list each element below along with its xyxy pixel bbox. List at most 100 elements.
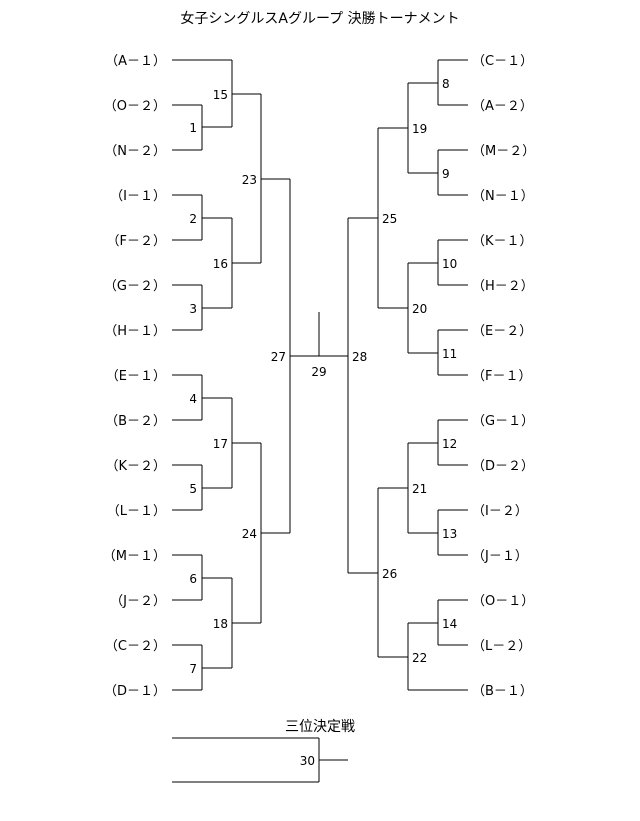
- third-place-lines: [172, 737, 348, 783]
- bracket-line: [172, 644, 202, 691]
- bracket-line: [408, 330, 439, 375]
- bracket-line: [201, 555, 232, 600]
- entry-label: （E－１）: [106, 369, 166, 384]
- entry-label: （I－１）: [110, 189, 166, 204]
- entry-label: （I－２）: [472, 504, 528, 519]
- match-numbers: 1 2 3 4 5 6 7 15 16 17 18 23 24 27 29 28…: [189, 77, 457, 768]
- match-number: 5: [189, 482, 197, 496]
- right-bracket-lines: [347, 59, 468, 691]
- third-place-title: 三位決定戦: [285, 719, 355, 735]
- bracket-line: [201, 645, 232, 690]
- match-number: 24: [242, 527, 257, 541]
- bracket-line: [231, 398, 261, 488]
- bracket-line: [172, 194, 202, 241]
- entry-label: （G－２）: [104, 279, 166, 294]
- bracket-line: [438, 509, 468, 556]
- bracket-line: [231, 218, 261, 308]
- bracket-line: [172, 464, 202, 511]
- bracket-line: [348, 488, 379, 657]
- entry-label: （N－２）: [104, 144, 166, 159]
- match-number: 12: [442, 437, 457, 451]
- bracket-line: [201, 375, 232, 420]
- bracket-line: [438, 419, 468, 466]
- match-number: 18: [213, 617, 228, 631]
- match-number: 28: [352, 350, 367, 364]
- match-number: 15: [213, 88, 228, 102]
- entry-label: （M－１）: [103, 549, 166, 564]
- match-number: 20: [412, 302, 427, 316]
- entry-label: （C－１）: [472, 54, 533, 69]
- entry-label: （N－１）: [472, 189, 534, 204]
- bracket-line: [408, 150, 439, 195]
- match-number: 19: [412, 122, 427, 136]
- match-number: 26: [382, 567, 397, 581]
- match-number: 23: [242, 173, 257, 187]
- bracket-line: [172, 554, 202, 601]
- bracket-line: [378, 263, 409, 353]
- bracket-line: [438, 149, 468, 196]
- entry-label: （A－２）: [472, 99, 533, 114]
- entry-label: （L－１）: [107, 504, 166, 519]
- bracket-line: [408, 510, 439, 555]
- entry-label: （K－２）: [105, 459, 166, 474]
- bracket-line: [201, 465, 232, 510]
- bracket-line: [378, 443, 409, 533]
- bracket-line: [378, 83, 409, 173]
- bracket-line: [348, 128, 379, 308]
- bracket-line: [172, 737, 319, 783]
- bracket-line: [231, 60, 261, 127]
- left-entry-list: （A－１）（O－２）（N－２）（I－１）（F－２）（G－２）（H－１）（E－１）…: [103, 54, 166, 699]
- bracket-line: [408, 420, 439, 465]
- entry-label: （E－２）: [472, 324, 532, 339]
- bracket-line: [438, 239, 468, 286]
- bracket-line: [318, 738, 348, 782]
- match-number: 17: [213, 437, 228, 451]
- bracket-line: [260, 443, 290, 623]
- match-number: 22: [412, 651, 427, 665]
- entry-label: （J－２）: [110, 594, 166, 609]
- match-number: 6: [189, 572, 197, 586]
- entry-label: （B－１）: [472, 684, 533, 699]
- entry-label: （H－２）: [472, 279, 534, 294]
- match-number: 4: [189, 392, 197, 406]
- left-bracket-lines: [172, 59, 291, 691]
- entry-label: （M－２）: [472, 144, 535, 159]
- entry-label: （F－２）: [107, 234, 166, 249]
- match-number: 7: [189, 662, 197, 676]
- entry-label: （D－１）: [104, 684, 166, 699]
- bracket-line: [172, 284, 202, 331]
- bracket-line: [408, 60, 439, 105]
- bracket-line: [438, 59, 468, 106]
- entry-label: （C－２）: [105, 639, 166, 654]
- bracket-line: [172, 374, 202, 421]
- match-number: 1: [189, 121, 197, 135]
- bracket-line: [438, 329, 468, 376]
- match-number: 3: [189, 302, 197, 316]
- entry-label: （A－１）: [105, 54, 166, 69]
- final-lines: [290, 312, 348, 357]
- match-number: 21: [412, 482, 427, 496]
- match-number: 25: [382, 212, 397, 226]
- match-number: 29: [311, 365, 326, 379]
- bracket-line: [201, 195, 232, 240]
- match-number: 11: [442, 347, 457, 361]
- entry-label: （L－２）: [472, 639, 531, 654]
- bracket-line: [172, 104, 202, 151]
- entry-label: （F－１）: [472, 369, 531, 384]
- entry-label: （H－１）: [104, 324, 166, 339]
- bracket-line: [201, 105, 232, 150]
- match-number: 8: [442, 77, 450, 91]
- entry-label: （K－１）: [472, 234, 533, 249]
- match-number: 2: [189, 212, 197, 226]
- bracket-line: [378, 623, 409, 690]
- entry-label: （B－２）: [105, 414, 166, 429]
- bracket-title: 女子シングルスAグループ 決勝トーナメント: [180, 10, 459, 27]
- right-entry-list: （C－１） （A－２） （M－２） （N－１） （K－１） （H－２） （E－２） （F－１）…: [472, 54, 535, 699]
- bracket-line: [438, 599, 468, 646]
- match-number: 9: [442, 167, 450, 181]
- match-number: 16: [213, 257, 228, 271]
- entry-label: （J－１）: [472, 549, 528, 564]
- bracket-line: [201, 285, 232, 330]
- match-number: 27: [271, 350, 286, 364]
